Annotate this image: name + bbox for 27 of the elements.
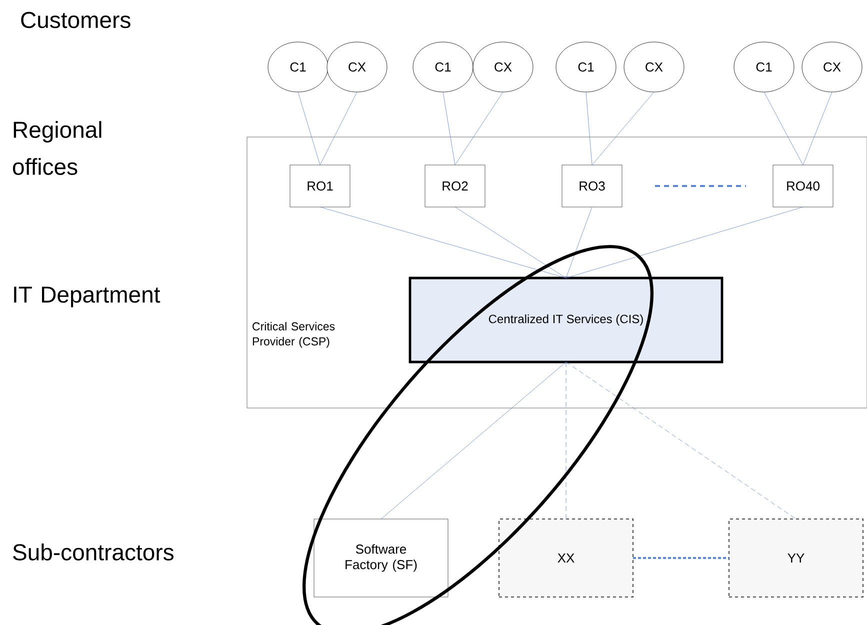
row-label: Customers: [21, 12, 130, 28]
connector-line: [566, 206, 592, 278]
connector-line: [566, 362, 796, 520]
connector-line: [802, 92, 832, 166]
contractor-box: Software Factory (SF): [314, 518, 448, 598]
connector-line: [298, 92, 320, 166]
connector-line: [320, 92, 358, 166]
office-box: RO40: [772, 164, 834, 208]
contractor-box: YY: [728, 518, 864, 598]
office-box: RO3: [562, 164, 622, 208]
connector-line: [633, 557, 729, 559]
connector-line: [320, 206, 566, 278]
services-box: Centralized IT Services (CIS): [408, 276, 724, 364]
connector-line: [380, 362, 566, 520]
connector-line: [454, 206, 566, 278]
office-box: RO2: [424, 164, 486, 208]
connector-line: [442, 92, 456, 166]
connector-line: [592, 92, 654, 166]
row-label: Regional offices: [12, 121, 102, 175]
row-label: Sub-contractors: [13, 544, 174, 560]
connector-line: [566, 206, 804, 278]
connector-line: [586, 92, 592, 166]
connector-line: [454, 92, 504, 166]
office-box: RO1: [290, 164, 350, 208]
connector-line: [764, 92, 804, 166]
row-label: IT Department: [14, 286, 160, 308]
contractor-box: XX: [498, 518, 634, 598]
